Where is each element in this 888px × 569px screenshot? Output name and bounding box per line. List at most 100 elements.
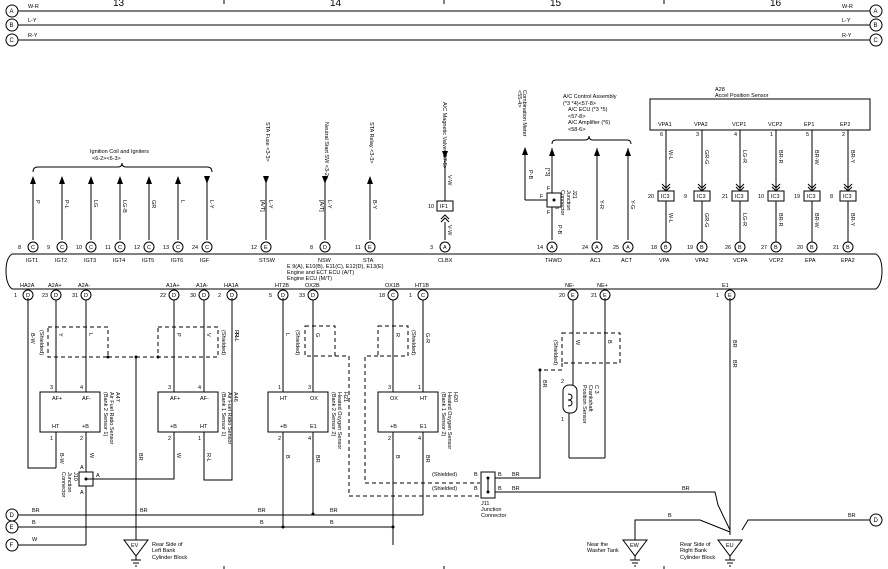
svg-text:Crankshaft: Crankshaft [587, 385, 593, 412]
svg-text:OX2B: OX2B [305, 283, 320, 289]
svg-text:VPA1: VPA1 [658, 122, 672, 128]
bus-line-c: C C R-Y R-Y [5, 33, 883, 47]
svg-text:E: E [603, 293, 607, 299]
svg-text:NE-: NE- [565, 283, 575, 289]
svg-text:BR: BR [32, 508, 40, 514]
svg-text:4: 4 [734, 132, 737, 138]
svg-text:NE+: NE+ [597, 283, 608, 289]
stsw-dest: STA Fuse <3-3> [264, 122, 270, 162]
arrow-up-icon [88, 176, 94, 184]
svg-text:C: C [176, 245, 180, 251]
bus-line-f: F W [5, 537, 86, 552]
svg-text:E 9(A), E10(B), E11(C), E12(D): E 9(A), E10(B), E11(C), E12(D), E13(E) [287, 264, 384, 270]
svg-text:A/C ECU (*3 *5): A/C ECU (*3 *5) [568, 107, 608, 113]
svg-text:IC3: IC3 [735, 194, 744, 200]
svg-text:19: 19 [687, 245, 693, 251]
svg-text:VPA: VPA [659, 258, 670, 264]
svg-text:B: B [474, 486, 478, 492]
svg-text:A2A-: A2A- [78, 283, 90, 289]
svg-text:VCP2: VCP2 [769, 258, 783, 264]
svg-text:10: 10 [758, 194, 764, 200]
svg-text:(Bank 1 Sensor 1): (Bank 1 Sensor 1) [220, 392, 226, 436]
svg-text:<6-2><6-3>: <6-2><6-3> [92, 156, 121, 162]
svg-text:V-W: V-W [446, 225, 452, 236]
svg-text:OX: OX [390, 396, 398, 402]
svg-text:A: A [80, 490, 84, 496]
ground-ew: EW Near the Washer Tank [587, 539, 648, 567]
svg-text:R-L: R-L [205, 453, 211, 462]
svg-text:G: G [314, 333, 320, 337]
arrow-up-icon [59, 176, 65, 184]
svg-text:<58-6>: <58-6> [568, 127, 585, 133]
svg-text:L-Y: L-Y [267, 200, 273, 209]
svg-text:D: D [311, 293, 315, 299]
svg-text:+B: +B [280, 424, 287, 430]
svg-text:E: E [264, 245, 268, 251]
svg-text:13: 13 [163, 245, 169, 251]
svg-text:AC1: AC1 [590, 258, 601, 264]
svg-text:B: B [284, 455, 290, 459]
svg-text:HT2B: HT2B [275, 283, 289, 289]
svg-text:C: C [421, 293, 425, 299]
svg-text:W-L: W-L [667, 150, 673, 160]
svg-text:D: D [54, 293, 58, 299]
svg-text:BR: BR [731, 360, 737, 368]
svg-text:3: 3 [50, 385, 53, 391]
svg-text:E1: E1 [420, 424, 427, 430]
svg-text:B: B [810, 245, 814, 251]
svg-text:P: P [34, 200, 40, 204]
arrow-up-icon [146, 176, 152, 184]
svg-text:2: 2 [278, 436, 281, 442]
svg-text:H20: H20 [452, 392, 458, 402]
arrow-up-icon [30, 176, 36, 184]
svg-text:BR: BR [731, 340, 737, 348]
svg-text:GR-G: GR-G [703, 150, 709, 164]
svg-text:B: B [394, 455, 400, 459]
accel-sensor-terminals: VPA16IC320W-LW-LB18VPAVPA23IC39GR-GGR-GB… [648, 122, 857, 264]
svg-text:3: 3 [388, 385, 391, 391]
svg-text:A1A+: A1A+ [166, 283, 180, 289]
svg-text:Y-G: Y-G [629, 200, 635, 209]
svg-text:HA1A: HA1A [224, 283, 239, 289]
svg-text:A: A [96, 473, 100, 479]
svg-text:1: 1 [770, 132, 773, 138]
svg-text:21: 21 [591, 293, 597, 299]
svg-text:VCP2: VCP2 [768, 122, 782, 128]
svg-text:P: P [175, 333, 181, 337]
svg-text:BR-W: BR-W [813, 150, 819, 165]
svg-text:B-W: B-W [58, 453, 64, 465]
svg-text:C 3: C 3 [593, 385, 599, 394]
svg-text:D: D [172, 293, 176, 299]
column-number: 15 [550, 0, 562, 9]
svg-text:C: C [89, 245, 93, 251]
svg-text:BR: BR [314, 455, 320, 463]
svg-text:CLBX: CLBX [438, 258, 453, 264]
svg-text:Engine and ECT ECU (A/T): Engine and ECT ECU (A/T) [287, 270, 354, 276]
svg-text:W: W [574, 340, 580, 346]
ac-control-label: A/C Control Assembly (*3 *4)<57-8> A/C E… [551, 94, 632, 145]
svg-text:BR-Y: BR-Y [849, 150, 855, 163]
svg-text:AF+: AF+ [170, 396, 180, 402]
svg-text:L-Y: L-Y [28, 18, 37, 24]
svg-text:GR-G: GR-G [703, 213, 709, 227]
svg-text:10: 10 [428, 204, 434, 210]
svg-text:1: 1 [409, 293, 412, 299]
svg-text:3: 3 [696, 132, 699, 138]
if1-connector: IF1 10 [428, 200, 454, 223]
svg-text:BR-R: BR-R [777, 213, 783, 226]
svg-text:A: A [10, 9, 14, 15]
svg-text:26: 26 [725, 245, 731, 251]
svg-text:IC3: IC3 [771, 194, 780, 200]
shielded-label: (Shielded) [552, 340, 558, 365]
